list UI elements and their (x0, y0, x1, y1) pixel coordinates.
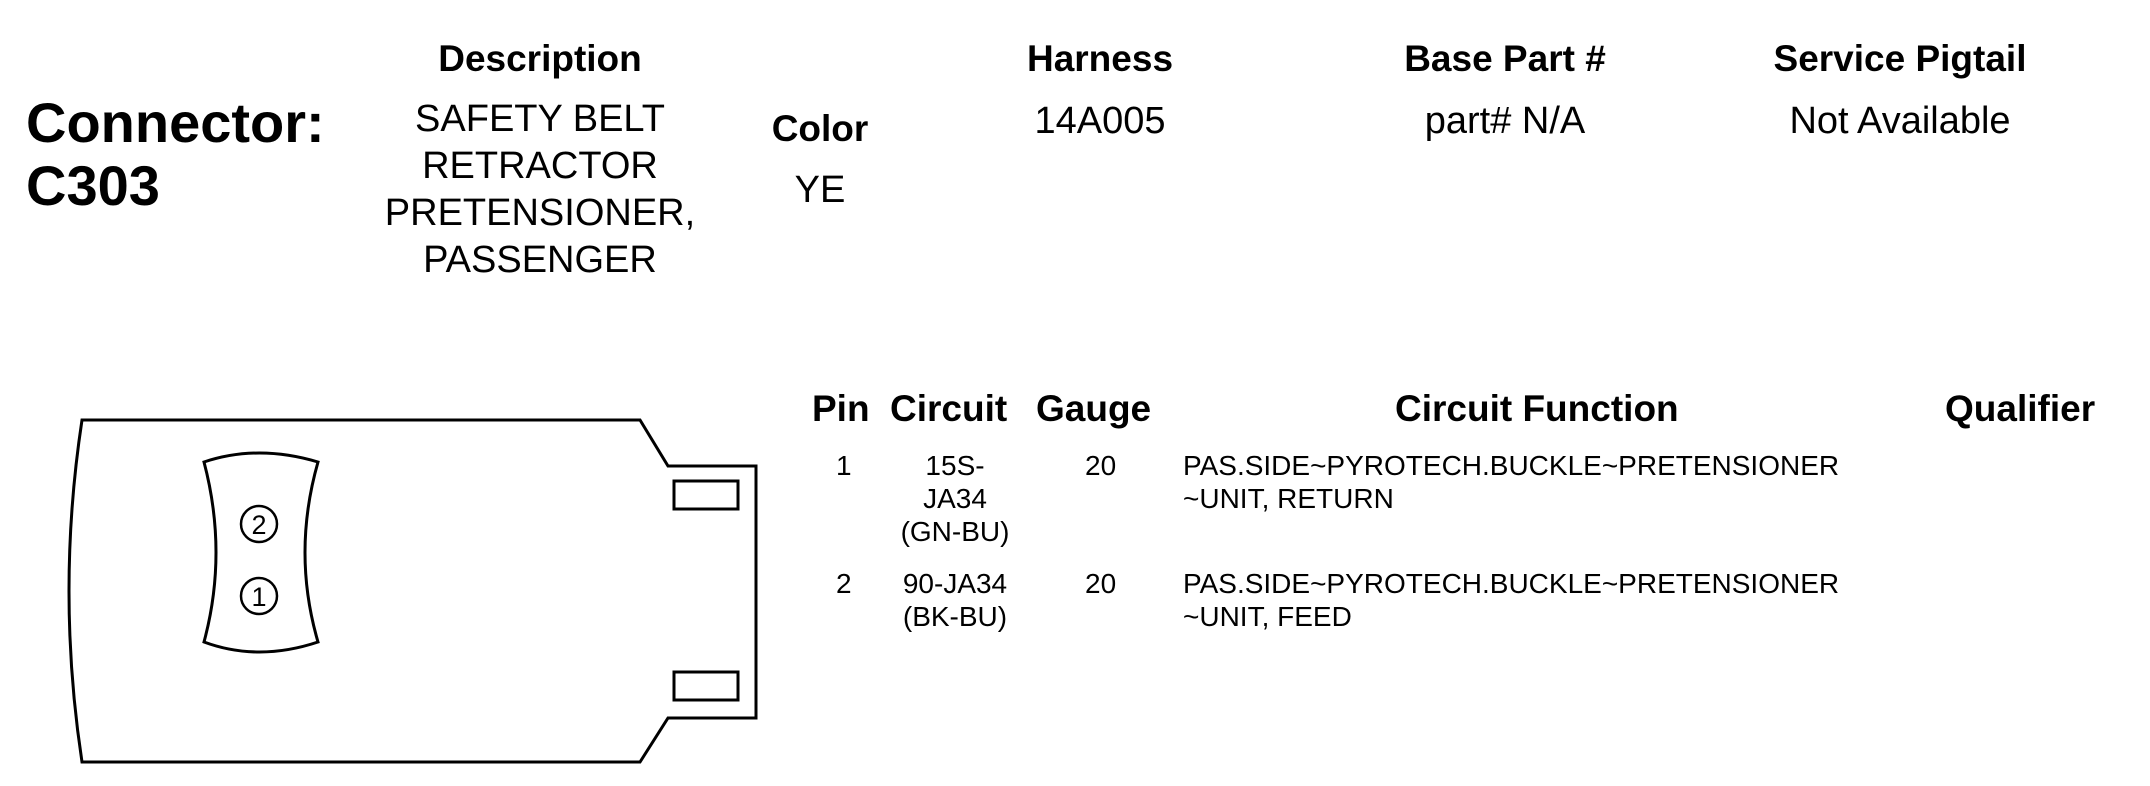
row-2-gauge: 20 (1085, 568, 1117, 599)
service-pigtail-header: Service Pigtail (1773, 38, 2027, 79)
base-part-value: part# N/A (1424, 100, 1586, 142)
row-2-circuit: 90-JA34 (BK-BU) (902, 568, 1008, 632)
row-1-circuit: 15S- JA34 (GN-BU) (900, 450, 1010, 547)
qualifier-column-header: Qualifier (1945, 388, 2096, 429)
row-2-pin: 2 (836, 568, 852, 599)
row-1-circuit-function: PAS.SIDE~PYROTECH.BUCKLE~PRETENSIONER ~U… (1183, 450, 1840, 514)
gauge-column-header: Gauge (1036, 388, 1152, 429)
color-value: YE (794, 169, 846, 211)
row-1-pin: 1 (836, 450, 852, 481)
row-1-gauge: 20 (1085, 450, 1117, 481)
latch-slot-top (672, 479, 740, 511)
row-2-circuit-function: PAS.SIDE~PYROTECH.BUCKLE~PRETENSIONER ~U… (1183, 568, 1840, 632)
circuit-column-header: Circuit (890, 388, 1008, 429)
connector-id: C303 (26, 154, 160, 217)
connector-face-diagram: 2 1 (67, 418, 758, 764)
harness-value: 14A005 (1034, 100, 1166, 142)
description-value: SAFETY BELT RETRACTOR PRETENSIONER, PASS… (384, 98, 696, 281)
connector-housing-outline (67, 418, 758, 764)
harness-header: Harness (1026, 38, 1174, 79)
pin-1-circle (239, 576, 279, 616)
pin-column-header: Pin (812, 388, 870, 429)
connector-label: Connector: (26, 91, 325, 154)
circuit-function-column-header: Circuit Function (1395, 388, 1679, 429)
color-header: Color (771, 108, 869, 149)
service-pigtail-value: Not Available (1789, 100, 2011, 142)
base-part-header: Base Part # (1404, 38, 1606, 79)
pin-1-label: 1 (251, 582, 266, 612)
pin-2-circle (239, 504, 279, 544)
pin-cavity-area (202, 451, 320, 654)
description-header: Description (438, 38, 642, 79)
pin-2-label: 2 (251, 510, 266, 540)
latch-slot-bottom (672, 670, 740, 702)
